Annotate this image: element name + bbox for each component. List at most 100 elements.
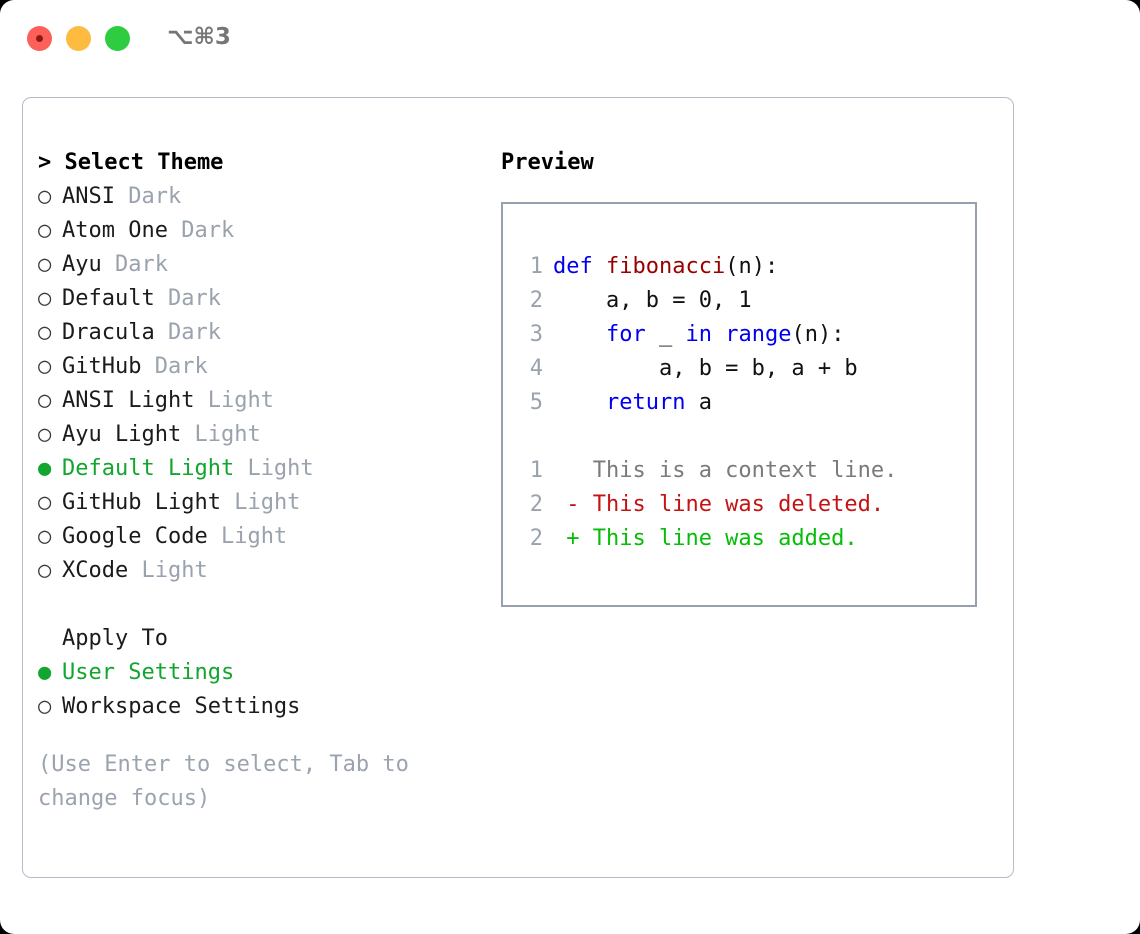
preview-title: Preview bbox=[501, 150, 594, 175]
radio-selected-icon: ● bbox=[38, 660, 52, 685]
code-token: in bbox=[685, 322, 712, 347]
radio-unselected-icon: ○ bbox=[38, 524, 52, 549]
code-token bbox=[553, 390, 606, 415]
theme-list-item[interactable]: ○GitHub Dark bbox=[38, 350, 478, 384]
apply-to-item[interactable]: ○ Workspace Settings bbox=[38, 690, 478, 724]
theme-list-column: > Select Theme ○ANSI Dark○Atom One Dark○… bbox=[38, 146, 478, 816]
radio-unselected-icon: ○ bbox=[38, 694, 52, 719]
code-token: for bbox=[605, 322, 646, 347]
line-number: 3 bbox=[529, 322, 543, 347]
theme-variant-label: Dark bbox=[167, 286, 221, 311]
code-line: 2 a, b = 0, 1 bbox=[515, 284, 967, 318]
theme-name-label: Default bbox=[62, 286, 155, 311]
code-token: a bbox=[685, 390, 712, 415]
theme-list-item[interactable]: ○Google Code Light bbox=[38, 520, 478, 554]
keyboard-shortcut-label: ⌥⌘3 bbox=[167, 24, 231, 50]
line-number: 2 bbox=[529, 288, 543, 313]
title-bar: ⌥⌘3 bbox=[0, 0, 1140, 78]
theme-list-item[interactable]: ○Default Dark bbox=[38, 282, 478, 316]
line-number: 2 bbox=[529, 492, 543, 517]
apply-to-header: Apply To bbox=[62, 626, 168, 651]
theme-list-item[interactable]: ○ANSI Dark bbox=[38, 180, 478, 214]
theme-variant-label: Dark bbox=[181, 218, 235, 243]
theme-name-label: ANSI Light bbox=[62, 388, 195, 413]
theme-variant-label: Dark bbox=[115, 252, 168, 277]
line-number: 1 bbox=[529, 458, 543, 483]
theme-variant-label: Light bbox=[141, 558, 208, 583]
theme-name-label: GitHub Light bbox=[62, 490, 221, 515]
theme-name-label: Dracula bbox=[62, 320, 155, 345]
radio-unselected-icon: ○ bbox=[38, 218, 52, 243]
theme-list-item[interactable]: ○ANSI Light Light bbox=[38, 384, 478, 418]
code-token: a, b = b, a + b bbox=[553, 356, 858, 381]
code-token: This is a context line. bbox=[553, 458, 898, 483]
code-line: 3 for _ in range(n): bbox=[515, 318, 967, 352]
list-spacer bbox=[38, 588, 478, 622]
apply-to-label: Workspace Settings bbox=[62, 694, 301, 719]
theme-variant-label: Light bbox=[220, 524, 288, 549]
theme-list-item[interactable]: ○ GitHub Light Light bbox=[38, 486, 478, 520]
theme-selector-panel: > Select Theme ○ANSI Dark○Atom One Dark○… bbox=[22, 97, 1014, 878]
close-icon bbox=[36, 35, 43, 42]
code-token: _ bbox=[645, 322, 686, 347]
label-gap bbox=[181, 422, 194, 447]
theme-variant-label: Light bbox=[234, 490, 301, 515]
radio-unselected-icon: ○ bbox=[38, 490, 52, 515]
code-line: 4 a, b = b, a + b bbox=[515, 352, 967, 386]
apply-to-label: User Settings bbox=[62, 660, 235, 685]
code-token: range bbox=[725, 322, 792, 347]
label-gap bbox=[168, 218, 181, 243]
label-gap bbox=[194, 388, 207, 413]
code-token bbox=[553, 322, 606, 347]
label-gap bbox=[234, 456, 247, 481]
theme-list-item[interactable]: ○Dracula Dark bbox=[38, 316, 478, 350]
code-token: - This line was deleted. bbox=[553, 492, 885, 517]
theme-list-item[interactable]: ○Ayu Light Light bbox=[38, 418, 478, 452]
apply-to-item[interactable]: ● User Settings bbox=[38, 656, 478, 690]
apply-to-list: ● User Settings ○ Workspace Settings bbox=[38, 656, 478, 724]
radio-unselected-icon: ○ bbox=[38, 252, 52, 277]
radio-unselected-icon: ○ bbox=[38, 320, 52, 345]
diff-line: 2 + This line was added. bbox=[515, 522, 967, 556]
theme-name-label: XCode bbox=[62, 558, 129, 583]
theme-list-item[interactable]: ○ XCode Light bbox=[38, 554, 478, 588]
code-token: (n): bbox=[791, 322, 845, 347]
radio-unselected-icon: ○ bbox=[38, 184, 52, 209]
code-token: return bbox=[605, 390, 686, 415]
label-gap bbox=[208, 524, 221, 549]
radio-unselected-icon: ○ bbox=[38, 558, 52, 583]
code-token: a, b = 0, 1 bbox=[553, 288, 752, 313]
maximize-window-button[interactable] bbox=[105, 26, 130, 51]
theme-variant-label: Dark bbox=[128, 184, 182, 209]
theme-variant-label: Light bbox=[247, 456, 314, 481]
label-gap bbox=[102, 252, 115, 277]
theme-list-item[interactable]: ○ Atom One Dark bbox=[38, 214, 478, 248]
radio-unselected-icon: ○ bbox=[38, 354, 52, 379]
theme-name-label: Ayu bbox=[62, 252, 102, 277]
code-token: (n): bbox=[725, 254, 779, 279]
label-gap bbox=[128, 558, 141, 583]
line-number: 2 bbox=[529, 526, 543, 551]
diff-line: 1 This is a context line. bbox=[515, 454, 967, 488]
diff-line: 2 - This line was deleted. bbox=[515, 488, 967, 522]
code-token bbox=[712, 322, 725, 347]
label-gap bbox=[221, 490, 234, 515]
code-blank-line bbox=[515, 420, 967, 454]
theme-variant-label: Light bbox=[194, 422, 261, 447]
theme-list-item[interactable]: ●Default Light Light bbox=[38, 452, 478, 486]
minimize-window-button[interactable] bbox=[66, 26, 91, 51]
code-token: def bbox=[553, 254, 606, 279]
theme-variant-label: Light bbox=[207, 388, 274, 413]
radio-unselected-icon: ○ bbox=[38, 422, 52, 447]
label-gap bbox=[155, 320, 168, 345]
theme-list-item[interactable]: ○ Ayu Dark bbox=[38, 248, 478, 282]
theme-list-header: > Select Theme bbox=[38, 150, 224, 175]
theme-name-label: Atom One bbox=[62, 218, 168, 243]
theme-list: ○ANSI Dark○Atom One Dark○Ayu Dark○Defaul… bbox=[38, 180, 478, 588]
label-gap bbox=[141, 354, 154, 379]
label-gap bbox=[155, 286, 168, 311]
